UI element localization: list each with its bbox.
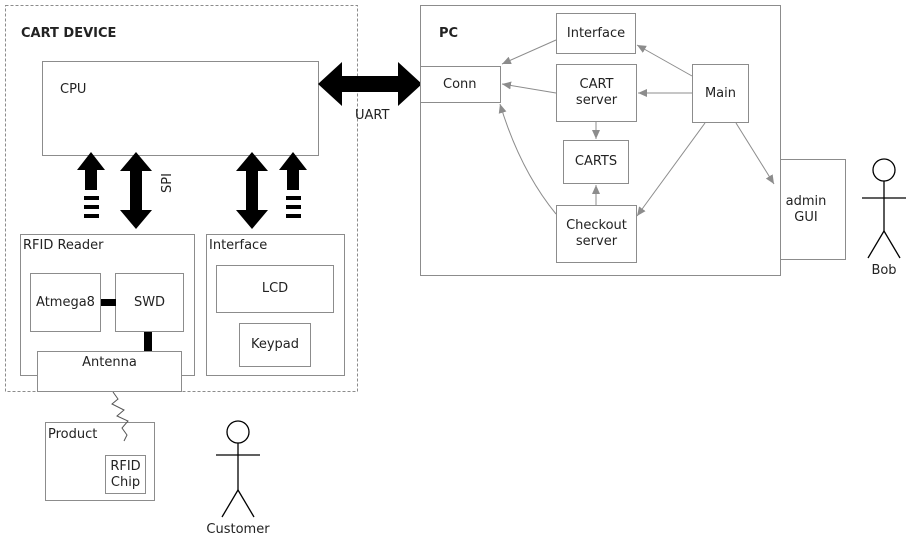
swd-antenna-link: [144, 332, 152, 351]
bob-label: Bob: [871, 263, 897, 278]
admin-gui-label: admin GUI: [785, 194, 827, 225]
dash-2a: [286, 196, 301, 200]
cart-server-box: [556, 64, 637, 122]
uart-double-arrow: [318, 62, 422, 106]
main-to-interface-arrow: [636, 44, 693, 77]
pc-interface-box: [556, 13, 636, 54]
main-box: [692, 64, 749, 123]
main-label: Main: [704, 85, 737, 101]
checkout-to-conn-arrow: [498, 103, 557, 215]
spi-double-arrow: [120, 152, 152, 229]
swd-label: SWD: [133, 294, 166, 310]
dash-2b: [286, 205, 301, 209]
spi-label: SPI: [160, 173, 175, 193]
main-to-checkout-arrow: [636, 122, 706, 217]
atmega-swd-link: [101, 299, 116, 306]
uart-label: UART: [355, 108, 390, 123]
cart-server-label: CART server: [575, 77, 618, 108]
atmega-box: [30, 273, 101, 332]
lcd-box: [216, 265, 334, 313]
checkout-server-label: Checkout server: [566, 218, 627, 249]
cpu-label: CPU: [60, 82, 87, 97]
dash-2c: [286, 214, 301, 218]
cpu-interface-double-arrow: [236, 152, 268, 229]
conn-box: [420, 66, 501, 103]
dash-1c: [84, 214, 99, 218]
cpu-interface-up-arrow: [279, 152, 307, 190]
customer-actor-figure: [216, 420, 260, 518]
cartserver-to-conn-arrow: [501, 81, 557, 94]
customer-label: Customer: [206, 522, 270, 537]
pc-interface-label: Interface: [566, 25, 626, 41]
cpu-rfid-up-arrow: [77, 152, 105, 190]
main-to-admin-arrow: [735, 122, 775, 185]
interface-device-title: Interface: [209, 238, 268, 253]
keypad-box: [239, 323, 311, 367]
rfid-chip-box: [105, 455, 146, 494]
interface-to-conn-arrow: [501, 39, 557, 65]
atmega-label: Atmega8: [36, 294, 95, 310]
bob-actor-figure: [862, 158, 906, 259]
cpu-box: [42, 61, 319, 156]
keypad-label: Keypad: [250, 337, 300, 352]
lcd-label: LCD: [261, 281, 289, 296]
antenna-label: Antenna: [82, 355, 137, 370]
cart-device-container: [5, 5, 358, 392]
carts-box: [563, 140, 629, 184]
cart-device-title: CART DEVICE: [21, 26, 117, 41]
swd-box: [115, 273, 184, 332]
dash-1b: [84, 205, 99, 209]
dash-1a: [84, 196, 99, 200]
antenna-box: [37, 351, 182, 392]
checkout-server-box: [556, 205, 637, 263]
carts-label: CARTS: [574, 154, 618, 169]
pc-title: PC: [439, 26, 459, 41]
rf-signal-zigzag: [111, 391, 129, 442]
rfid-reader-title: RFID Reader: [23, 238, 104, 253]
admin-gui-box: [780, 159, 846, 260]
rfid-chip-label: RFID Chip: [110, 458, 141, 490]
conn-label: Conn: [443, 76, 477, 92]
product-title: Product: [48, 427, 98, 442]
